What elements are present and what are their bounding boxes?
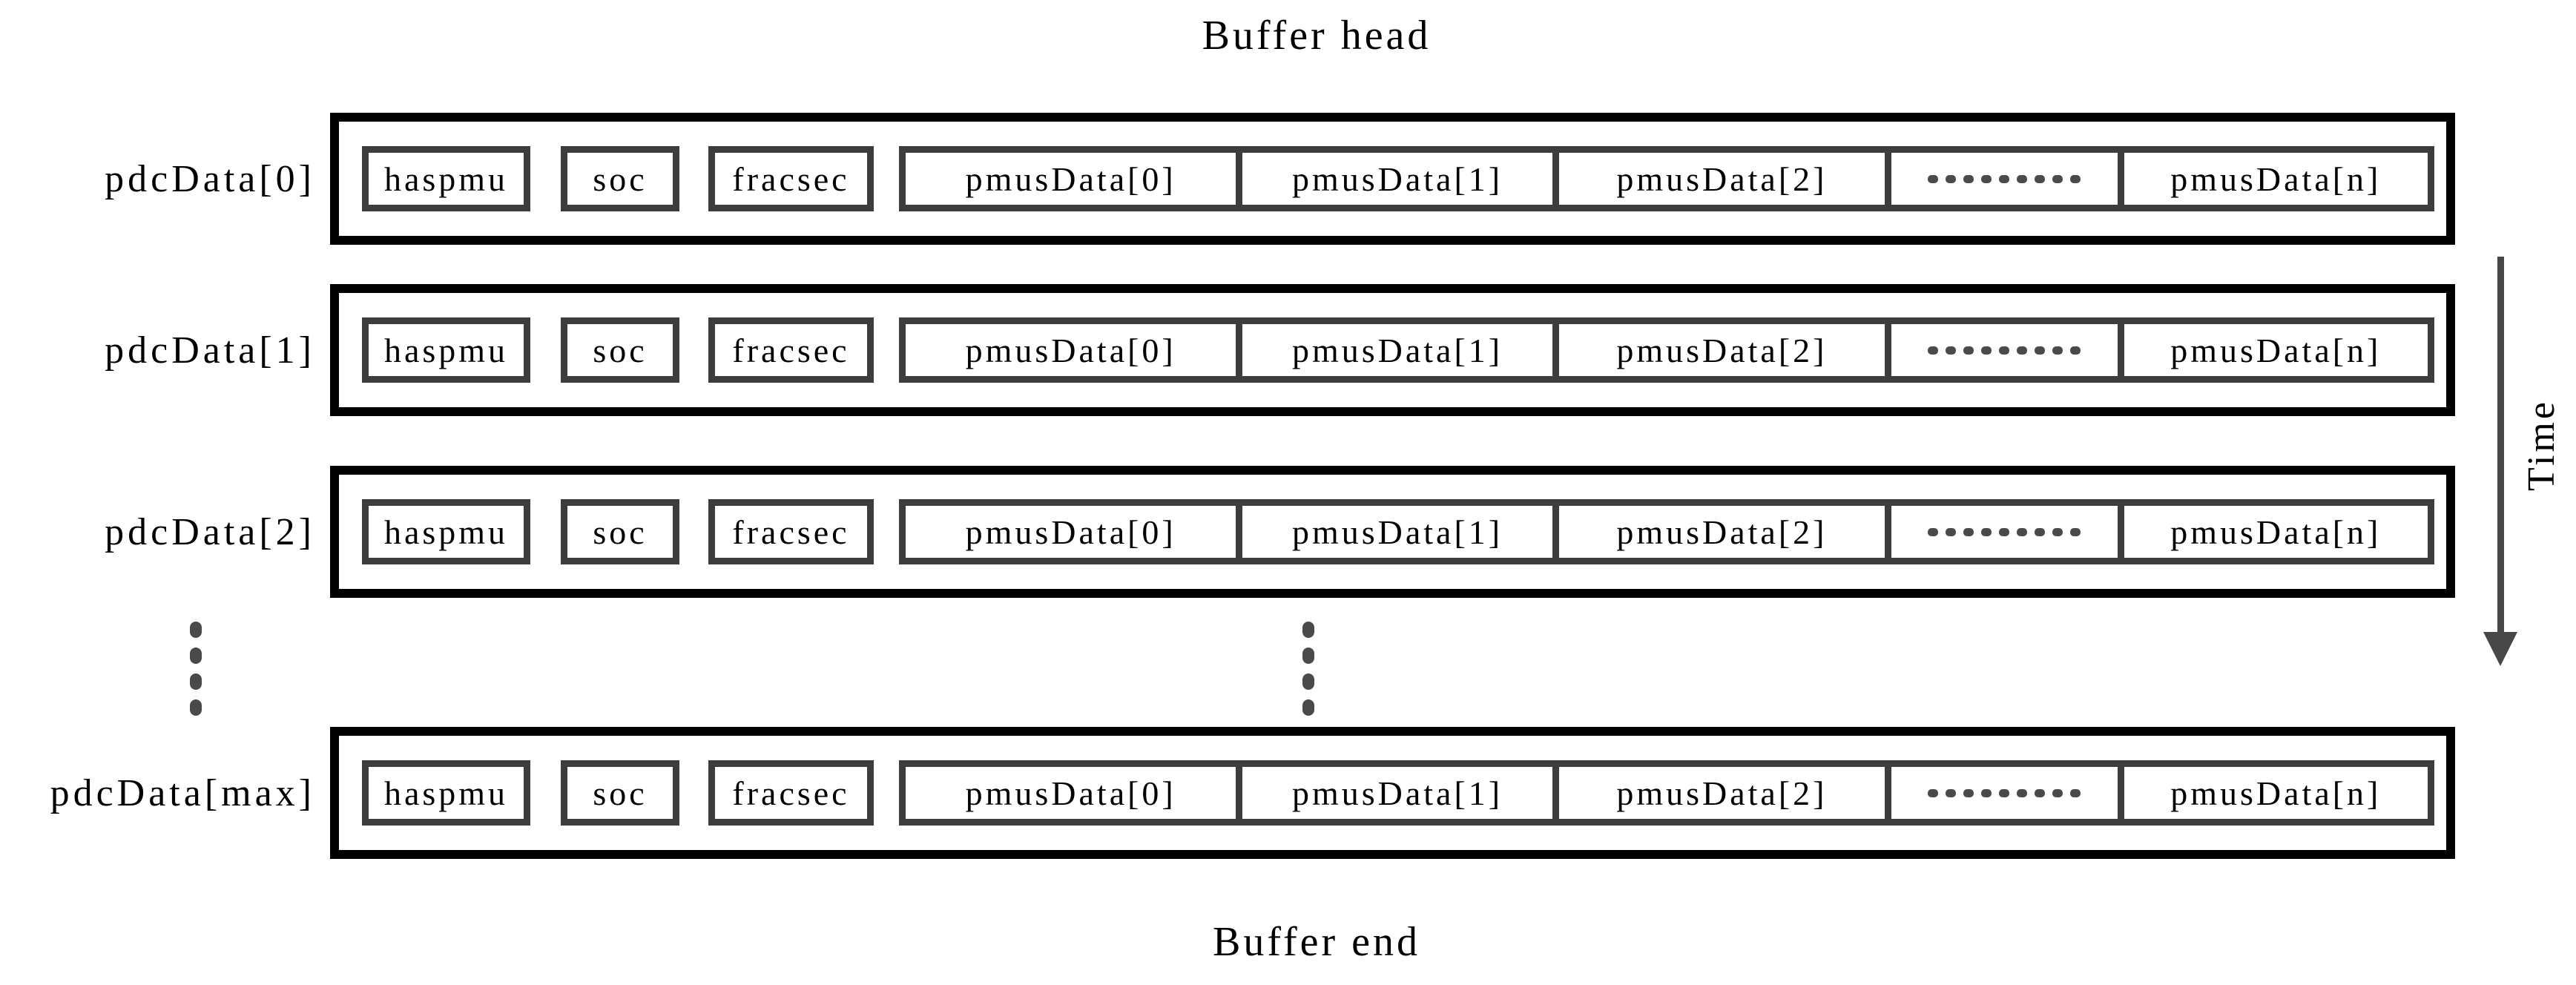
cell-pmusdata-n: pmusData[n]	[2117, 324, 2428, 376]
buffer-row-max: pdcData[max] haspmu soc fracsec pmusData…	[0, 727, 2576, 859]
row-box-pdcdata-1: haspmu soc fracsec pmusData[0] pmusData[…	[330, 284, 2455, 416]
buffer-head-title: Buffer head	[1202, 13, 1432, 59]
horizontal-ellipsis-icon	[1885, 767, 2118, 819]
row-box-pdcdata-max: haspmu soc fracsec pmusData[0] pmusData[…	[330, 727, 2455, 859]
time-axis-label: Time	[2520, 399, 2563, 491]
cell-pmusdata-1: pmusData[1]	[1236, 324, 1552, 376]
cell-pmusdata-0: pmusData[0]	[965, 331, 1176, 369]
cell-pmusdata-n: pmusData[n]	[2117, 153, 2428, 205]
cell-haspmu: haspmu	[362, 760, 530, 826]
horizontal-ellipsis-icon	[1885, 506, 2118, 558]
cell-soc: soc	[561, 499, 679, 564]
cell-soc: soc	[561, 760, 679, 826]
cell-pmusdata-0: pmusData[0]	[965, 513, 1176, 551]
cell-pmusdata-2: pmusData[2]	[1552, 324, 1885, 376]
cell-pmusdata-1: pmusData[1]	[1236, 506, 1552, 558]
row-label-pdcdata-max: pdcData[max]	[50, 771, 315, 814]
row-label-pdcdata-1: pdcData[1]	[105, 329, 315, 372]
cell-pmusdata-2: pmusData[2]	[1552, 506, 1885, 558]
row-label-pdcdata-0: pdcData[0]	[105, 157, 315, 200]
cell-soc: soc	[561, 317, 679, 383]
row-box-pdcdata-2: haspmu soc fracsec pmusData[0] pmusData[…	[330, 466, 2455, 598]
row-box-pdcdata-0: haspmu soc fracsec pmusData[0] pmusData[…	[330, 113, 2455, 245]
horizontal-ellipsis-icon	[1885, 324, 2118, 376]
buffer-row-1: pdcData[1] haspmu soc fracsec pmusData[0…	[0, 284, 2576, 416]
cell-pmusdata-1: pmusData[1]	[1236, 153, 1552, 205]
cell-pmusdata-n: pmusData[n]	[2117, 506, 2428, 558]
cell-fracsec: fracsec	[708, 499, 874, 564]
cell-fracsec: fracsec	[708, 760, 874, 826]
pmus-data-group: pmusData[0] pmusData[1] pmusData[2] pmus…	[899, 499, 2434, 564]
cell-soc: soc	[561, 146, 679, 211]
pmus-data-group: pmusData[0] pmusData[1] pmusData[2] pmus…	[899, 317, 2434, 383]
buffer-end-title: Buffer end	[1213, 919, 1420, 965]
cell-pmusdata-0: pmusData[0]	[965, 774, 1176, 812]
row-label-pdcdata-2: pdcData[2]	[105, 510, 315, 553]
horizontal-ellipsis-icon	[1885, 153, 2118, 205]
cell-fracsec: fracsec	[708, 146, 874, 211]
arrow-down-icon	[2483, 632, 2517, 666]
cell-pmusdata-2: pmusData[2]	[1552, 767, 1885, 819]
cell-pmusdata-1: pmusData[1]	[1236, 767, 1552, 819]
time-arrow-shaft	[2497, 257, 2504, 633]
pmus-data-group: pmusData[0] pmusData[1] pmusData[2] pmus…	[899, 760, 2434, 826]
cell-haspmu: haspmu	[362, 317, 530, 383]
vertical-ellipsis-icon	[1302, 622, 1314, 725]
vertical-ellipsis-icon	[190, 622, 202, 725]
cell-pmusdata-2: pmusData[2]	[1552, 153, 1885, 205]
cell-haspmu: haspmu	[362, 499, 530, 564]
pmus-data-group: pmusData[0] pmusData[1] pmusData[2] pmus…	[899, 146, 2434, 211]
cell-haspmu: haspmu	[362, 146, 530, 211]
buffer-row-0: pdcData[0] haspmu soc fracsec pmusData[0…	[0, 113, 2576, 245]
cell-fracsec: fracsec	[708, 317, 874, 383]
cell-pmusdata-0: pmusData[0]	[965, 159, 1176, 198]
cell-pmusdata-n: pmusData[n]	[2117, 767, 2428, 819]
buffer-row-2: pdcData[2] haspmu soc fracsec pmusData[0…	[0, 466, 2576, 598]
